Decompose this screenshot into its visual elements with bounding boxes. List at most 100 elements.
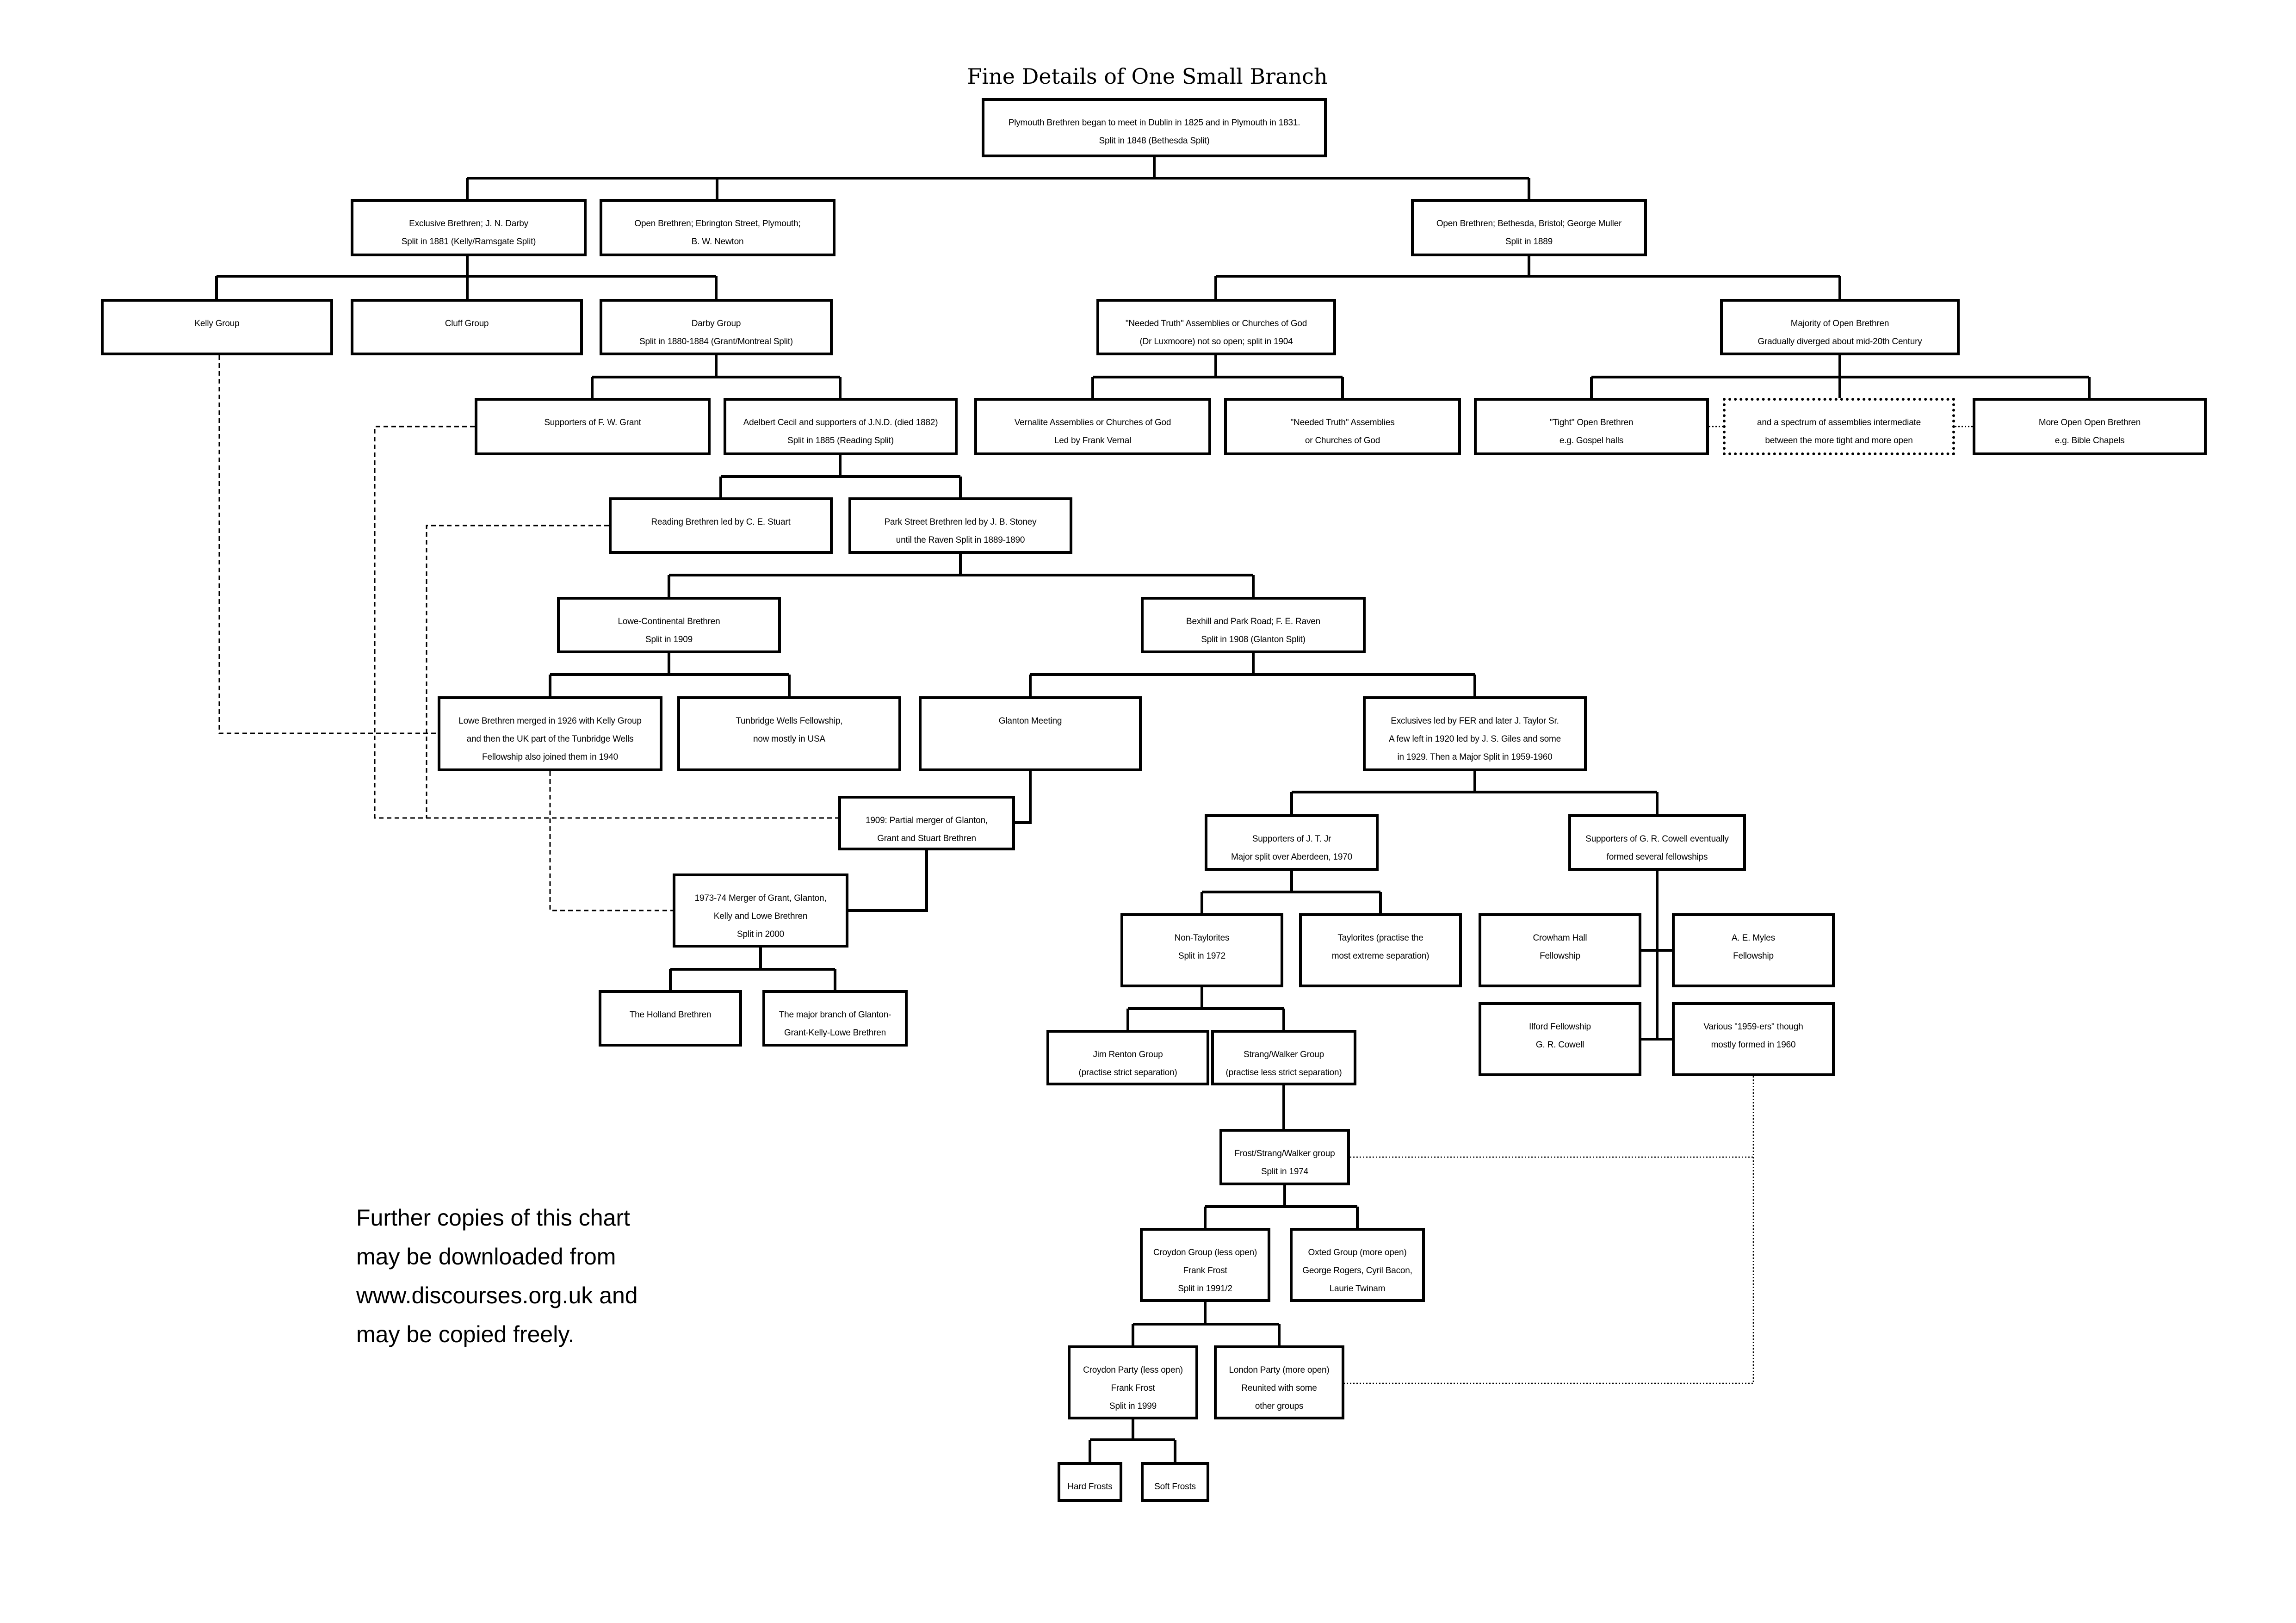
node-text-line: Split in 1908 (Glanton Split)	[1201, 635, 1306, 644]
node-text-line: or Churches of God	[1305, 436, 1380, 446]
node-glanton-meeting: Glanton Meeting	[919, 696, 1142, 771]
reunion-link	[1344, 1076, 1754, 1384]
node-text-line: Adelbert Cecil and supporters of J.N.D. …	[743, 418, 938, 427]
node-text-line: Split in 1999	[1109, 1401, 1157, 1411]
node-text-line: G. R. Cowell	[1535, 1040, 1584, 1050]
node-needed-truth-assemblies: "Needed Truth" Assemblies or Churches of…	[1096, 299, 1336, 355]
node-kelly-group: Kelly Group	[101, 299, 333, 355]
node-text-line: A few left in 1920 led by J. S. Giles an…	[1388, 734, 1561, 744]
node-text-line: in 1929. Then a Major Split in 1959-1960	[1397, 752, 1553, 762]
node-text-line: Majority of Open Brethren	[1790, 319, 1889, 328]
node-text-line: Major split over Aberdeen, 1970	[1231, 852, 1353, 862]
node-text-line: Split in 1881 (Kelly/Ramsgate Split)	[401, 237, 536, 247]
node-oxted-group: Oxted Group (more open)George Rogers, Cy…	[1290, 1228, 1425, 1302]
node-cluff-group: Cluff Group	[351, 299, 583, 355]
node-text-line: Grant-Kelly-Lowe Brethren	[784, 1028, 886, 1038]
node-text-line: 1909: Partial merger of Glanton,	[866, 816, 988, 825]
node-ilford-fellowship: Ilford Fellowship G. R. Cowell	[1479, 1002, 1641, 1076]
node-text-line: B. W. Newton	[691, 237, 744, 247]
note-line: may be copied freely.	[356, 1321, 575, 1347]
node-text-line: now mostly in USA	[753, 734, 826, 744]
node-text-line: Open Brethren; Bethesda, Bristol; George…	[1436, 219, 1622, 229]
node-text-line: Vernalite Assemblies or Churches of God	[1014, 418, 1171, 427]
note-line: Further copies of this chart	[356, 1205, 630, 1231]
node-text-line: Croydon Party (less open)	[1083, 1365, 1183, 1375]
node-text-line: (Dr Luxmoore) not so open; split in 1904	[1139, 337, 1293, 347]
node-ebrington-street: Open Brethren; Ebrington Street, Plymout…	[600, 199, 835, 256]
merger-link	[374, 426, 838, 819]
node-text-line: Split in 1974	[1261, 1167, 1308, 1177]
node-exclusives-fer: Exclusives led by FER and later J. Taylo…	[1363, 696, 1587, 771]
node-text-line: Laurie Twinam	[1329, 1284, 1386, 1294]
node-text-line: (practise less strict separation)	[1225, 1068, 1342, 1078]
node-text-line: Croydon Group (less open)	[1153, 1248, 1257, 1258]
node-text-line: Fellowship	[1540, 951, 1580, 961]
node-text-line: until the Raven Split in 1889-1890	[896, 535, 1025, 545]
node-text-line: other groups	[1255, 1401, 1304, 1411]
node-text-line: e.g. Bible Chapels	[2055, 436, 2125, 446]
node-text-line: mostly formed in 1960	[1711, 1040, 1796, 1050]
node-holland-brethren: The Holland Brethren	[599, 990, 742, 1047]
node-text-line: Tunbridge Wells Fellowship,	[736, 716, 843, 726]
node-text-line: most extreme separation)	[1331, 951, 1430, 961]
node-tight-open-brethren: "Tight" Open Brethren e.g. Gospel halls	[1474, 398, 1709, 455]
node-text-line: Oxted Group (more open)	[1308, 1248, 1407, 1258]
node-text-line: Plymouth Brethren began to meet in Dubli…	[1008, 118, 1300, 128]
node-text-line: Taylorites (practise the	[1337, 933, 1423, 943]
node-plymouth-brethren: Plymouth Brethren began to meet in Dubli…	[982, 98, 1327, 157]
node-text-line: (practise strict separation)	[1078, 1068, 1177, 1078]
node-text-line: Reunited with some	[1241, 1383, 1317, 1393]
node-text-line: Hard Frosts	[1067, 1482, 1113, 1492]
node-text-line: Ilford Fellowship	[1529, 1022, 1591, 1032]
node-text-line: e.g. Gospel halls	[1559, 436, 1624, 446]
node-partial-merger-1909: 1909: Partial merger of Glanton,Grant an…	[838, 796, 1015, 850]
merger-link	[218, 355, 438, 734]
node-text-line: London Party (more open)	[1229, 1365, 1330, 1375]
node-text-line: "Needed Truth" Assemblies or Churches of…	[1125, 319, 1307, 328]
node-text-line: Lowe Brethren merged in 1926 with Kelly …	[458, 716, 642, 726]
node-text-line: Exclusives led by FER and later J. Taylo…	[1391, 716, 1559, 726]
node-text-line: Supporters of F. W. Grant	[544, 418, 641, 427]
node-text-line: Open Brethren; Ebrington Street, Plymout…	[634, 219, 801, 229]
node-text-line: Split in 1885 (Reading Split)	[787, 436, 894, 446]
node-text-line: Soft Frosts	[1154, 1482, 1196, 1492]
node-text-line: Darby Group	[691, 319, 741, 328]
merger-link	[426, 525, 609, 818]
note-line: www.discourses.org.uk and	[356, 1282, 638, 1308]
node-text-line: Glanton Meeting	[998, 716, 1062, 726]
node-spectrum-assemblies: and a spectrum of assemblies intermediat…	[1723, 398, 1955, 455]
node-text-line: The Holland Brethren	[629, 1010, 712, 1020]
node-bethesda-bristol: Open Brethren; Bethesda, Bristol; George…	[1411, 199, 1647, 256]
node-text-line: A. E. Myles	[1732, 933, 1775, 943]
node-more-open-brethren: More Open Open Brethren e.g. Bible Chapel…	[1973, 398, 2207, 455]
node-london-party: London Party (more open) Reunited with so…	[1214, 1345, 1344, 1419]
node-major-branch-glanton: The major branch of Glanton-Grant-Kelly-…	[762, 990, 908, 1047]
node-text-line: Reading Brethren led by C. E. Stuart	[651, 517, 791, 527]
node-reading-brethren: Reading Brethren led by C. E. Stuart	[609, 497, 833, 554]
node-text-line: between the more tight and more open	[1765, 436, 1913, 446]
tree-connector	[1015, 771, 1032, 824]
node-supporters-fw-grant: Supporters of F. W. Grant	[475, 398, 711, 455]
node-jim-renton-group: Jim Renton Group(practise strict separat…	[1046, 1030, 1209, 1085]
node-hard-frosts: Hard Frosts	[1058, 1462, 1122, 1502]
node-text-line: and a spectrum of assemblies intermediat…	[1757, 418, 1921, 427]
node-text-line: 1973-74 Merger of Grant, Glanton,	[694, 893, 827, 903]
node-text-line: More Open Open Brethren	[2038, 418, 2141, 427]
node-text-line: Split in 1909	[645, 635, 693, 644]
node-text-line: "Tight" Open Brethren	[1549, 418, 1634, 427]
node-text-line: Frost/Strang/Walker group	[1234, 1149, 1335, 1158]
node-text-line: Fellowship	[1733, 951, 1774, 961]
node-text-line: Split in 1991/2	[1178, 1284, 1232, 1294]
